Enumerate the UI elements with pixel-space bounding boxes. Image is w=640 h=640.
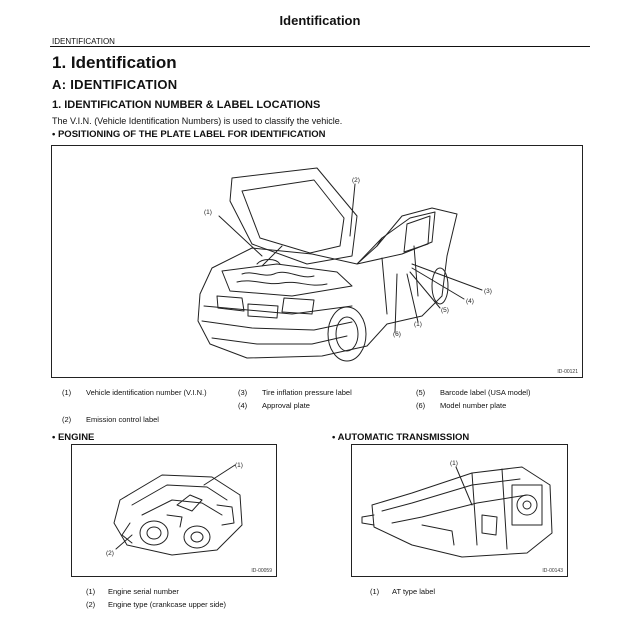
legend-num: (2)	[62, 415, 72, 424]
callout-5: (5)	[441, 307, 449, 314]
legend-text: Barcode label (USA model)	[440, 388, 531, 397]
legend-num: (1)	[86, 587, 96, 596]
engine-section-title: • ENGINE	[52, 432, 95, 443]
transmission-section-title: • AUTOMATIC TRANSMISSION	[332, 432, 470, 443]
engine-figure-id: ID-00059	[251, 568, 272, 574]
legend-text: AT type label	[392, 587, 436, 596]
legend-text: Model number plate	[440, 401, 507, 410]
headlight-right	[281, 297, 315, 315]
transmission-figure: (1) ID-00143	[351, 444, 568, 577]
header-rule	[50, 46, 590, 47]
hood	[229, 167, 358, 265]
legend-num: (1)	[62, 388, 72, 397]
legend-text: Tire inflation pressure label	[262, 388, 352, 397]
engine-callout-1: (1)	[235, 462, 243, 469]
car-body	[197, 207, 458, 359]
engine-illustration: (1) (2)	[106, 462, 243, 557]
figure-id: ID-00121	[557, 369, 578, 375]
transmission-illustration: (1)	[361, 460, 553, 558]
legend-text: Emission control label	[86, 415, 159, 424]
callout-6: (6)	[393, 331, 401, 338]
legend-num: (4)	[238, 401, 248, 410]
headlight-left	[216, 295, 245, 312]
transmission-callout-1: (1)	[450, 460, 458, 467]
transmission-figure-id: ID-00143	[542, 568, 563, 574]
legend-text: Approval plate	[262, 401, 310, 410]
legend-num: (3)	[238, 388, 248, 397]
legend-num: (5)	[416, 388, 426, 397]
legend-text: Vehicle identification number (V.I.N.)	[86, 388, 207, 397]
engine-figure: (1) (2) ID-00059	[71, 444, 277, 577]
page-header-title: Identification	[279, 13, 361, 28]
legend-num: (2)	[86, 600, 96, 609]
heading-2: A: IDENTIFICATION	[52, 77, 178, 92]
vehicle-figure: (1) (2) (3) (4) (5) (6) (1) ID-00121	[51, 145, 583, 378]
plate-section-title: • POSITIONING OF THE PLATE LABEL FOR IDE…	[52, 129, 326, 140]
callout-1a: (1)	[204, 209, 212, 216]
legend-num: (1)	[370, 587, 380, 596]
vehicle-illustration: (1) (2) (3) (4) (5) (6) (1)	[197, 167, 492, 362]
legend-text: Engine type (crankcase upper side)	[108, 600, 226, 609]
callout-2: (2)	[352, 177, 360, 184]
grille	[247, 303, 279, 319]
callout-1b: (1)	[414, 321, 422, 328]
legend-text: Engine serial number	[108, 587, 179, 596]
section-label: IDENTIFICATION	[52, 37, 115, 46]
heading-3: 1. IDENTIFICATION NUMBER & LABEL LOCATIO…	[52, 99, 321, 111]
callout-4: (4)	[466, 298, 474, 305]
engine-callout-2: (2)	[106, 550, 114, 557]
intro-text: The V.I.N. (Vehicle Identification Numbe…	[52, 116, 343, 126]
legend-num: (6)	[416, 401, 426, 410]
heading-1: 1. Identification	[52, 53, 177, 72]
callout-3: (3)	[484, 288, 492, 295]
